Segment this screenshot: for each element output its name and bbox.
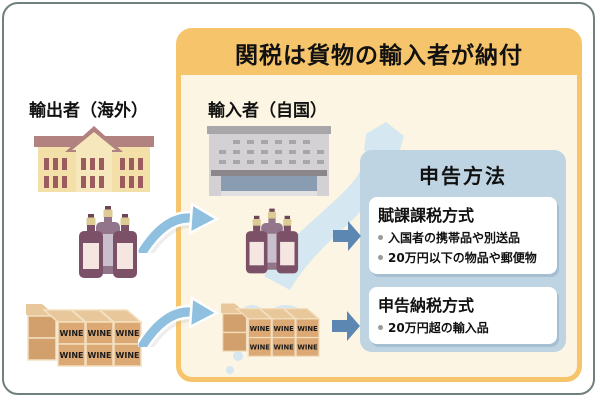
selfassessment-taxation-card: 申告納税方式 20万円超の輸入品 — [369, 287, 557, 344]
outer-border-frame — [2, 2, 595, 395]
wine-boxes-icon-importer: WINE WINE WINE WINE WINE WINE — [221, 303, 321, 357]
wine-box-text: WINE — [116, 329, 140, 338]
wine-box-text: WINE — [297, 344, 318, 352]
importer-label: 輸入者（自国） — [208, 101, 327, 121]
export-arrow-bottles-icon — [138, 203, 220, 253]
bullet-dot-icon — [378, 325, 383, 330]
wine-box-text: WINE — [250, 325, 271, 333]
bullet-dot-icon — [378, 235, 383, 240]
wine-box-text: WINE — [116, 351, 140, 360]
arrow-to-assessment-method-icon — [333, 221, 361, 251]
wine-bottles-icon-importer — [245, 208, 299, 274]
assessment-taxation-card: 賦課課税方式 入国者の携帯品や別送品 20万円以下の物品や郵便物 — [369, 197, 557, 274]
exporter-building-icon — [34, 126, 154, 192]
assessment-method-name: 賦課課税方式 — [378, 206, 475, 225]
wine-box-text: WINE — [250, 344, 271, 352]
wine-box-text: WINE — [297, 325, 318, 333]
panel-title-band: 関税は貨物の輸入者が納付 — [179, 31, 579, 75]
list-item: 入国者の携帯品や別送品 — [378, 229, 548, 246]
list-item: 20万円超の輸入品 — [378, 319, 548, 336]
selfassessment-method-name: 申告納税方式 — [378, 296, 475, 315]
wine-box-text: WINE — [273, 344, 294, 352]
selfassessment-item-1: 20万円超の輸入品 — [388, 321, 489, 335]
page-title: 関税は貨物の輸入者が納付 — [235, 43, 523, 69]
exporter-label: 輸出者（海外） — [29, 101, 148, 121]
assessment-item-1: 入国者の携帯品や別送品 — [388, 231, 521, 245]
declaration-method-panel: 申告方法 賦課課税方式 入国者の携帯品や別送品 20万円以下の物品や郵便物 申告… — [360, 150, 566, 352]
wine-box-text: WINE — [60, 351, 84, 360]
wine-bottles-icon-exporter — [79, 206, 137, 278]
export-arrow-boxes-icon — [138, 297, 220, 347]
arrow-to-selfassessment-method-icon — [332, 311, 360, 341]
declaration-method-title: 申告方法 — [419, 164, 507, 188]
bullet-dot-icon — [378, 255, 383, 260]
wine-box-text: WINE — [88, 329, 112, 338]
wine-box-text: WINE — [273, 325, 294, 333]
importer-warehouse-icon — [207, 126, 331, 196]
wine-boxes-icon-exporter: WINE WINE WINE WINE WINE WINE — [26, 304, 144, 367]
wine-box-text: WINE — [88, 351, 112, 360]
wine-box-text: WINE — [60, 329, 84, 338]
list-item: 20万円以下の物品や郵便物 — [378, 249, 548, 266]
assessment-item-2: 20万円以下の物品や郵便物 — [388, 251, 537, 265]
